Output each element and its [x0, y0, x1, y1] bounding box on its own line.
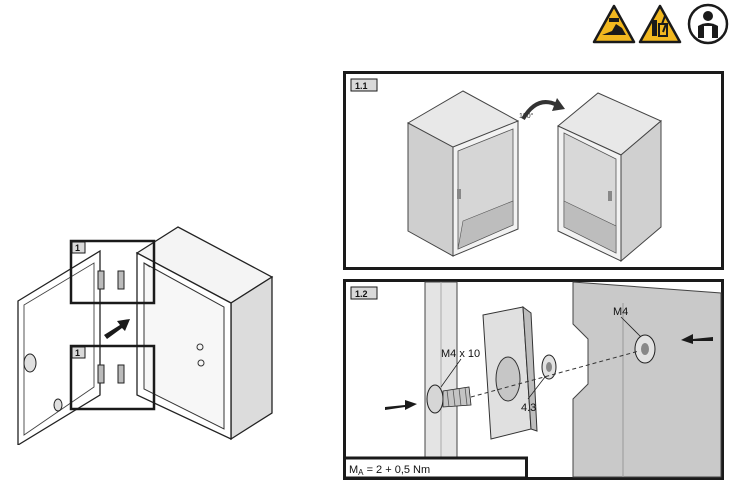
- arrow-left: [681, 334, 713, 344]
- screw-m4x10: [426, 384, 472, 414]
- panel-1-2: M4 x 10 4.3 M4 1.2 MA = 2 + 0,5 Nm: [343, 279, 724, 480]
- safety-icons: [592, 3, 729, 45]
- torque-spec: MA = 2 + 0,5 Nm: [349, 464, 430, 477]
- panel-1-2-label: 1.2: [355, 289, 368, 299]
- callout-label-top: 1: [75, 243, 80, 253]
- enclosure-wall: [572, 281, 722, 478]
- hand-crush-warning-icon: [592, 4, 636, 44]
- cabinet-left: [406, 90, 520, 257]
- door-rehang-figure: 1 1: [17, 226, 274, 445]
- cabinet-body: [135, 226, 274, 441]
- callout-frame-bottom: [69, 344, 156, 411]
- callout-frame-top: [69, 239, 156, 305]
- panel-1-1-label: 1.1: [355, 81, 368, 91]
- panel-1-1: 1.1 180°: [343, 71, 724, 270]
- rotate-arrow: [521, 100, 558, 121]
- torque-box: [343, 456, 528, 480]
- door-panel: [17, 249, 125, 445]
- screw-label: M4 x 10: [441, 348, 480, 360]
- nut-label: M4: [613, 306, 628, 318]
- move-arrow: [104, 319, 130, 339]
- door-frame-profile: [424, 281, 458, 478]
- nut-m4: [634, 334, 656, 364]
- washer: [541, 354, 557, 380]
- callout-label-bottom: 1: [75, 348, 80, 358]
- assembly-axis: [470, 350, 640, 398]
- electrical-hazard-warning-icon: [638, 4, 682, 44]
- cabinet-right: [557, 92, 662, 263]
- hinge-bracket: [482, 305, 538, 440]
- arrow-right: [385, 400, 417, 410]
- part-ref-label: 4.3: [521, 402, 536, 414]
- rotation-mark-icon: 180°: [519, 112, 534, 120]
- qualified-person-icon: [687, 3, 729, 45]
